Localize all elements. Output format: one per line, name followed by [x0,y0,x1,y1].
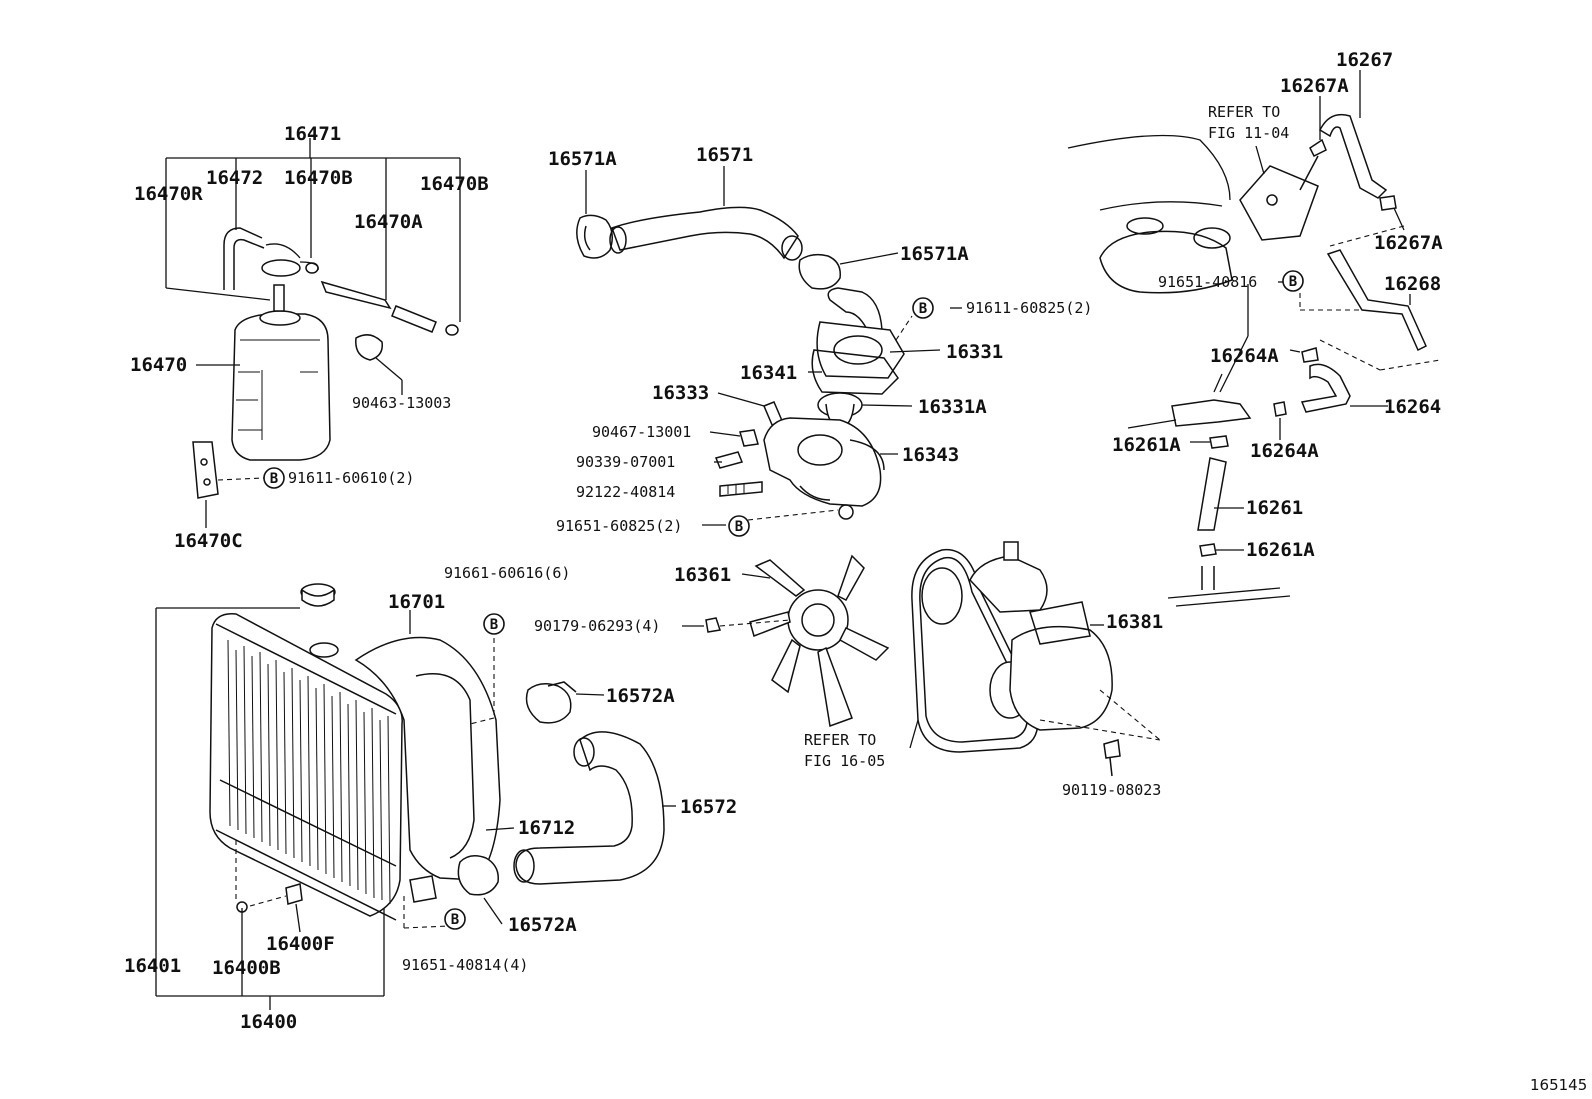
callout-16343: 16343 [902,444,959,466]
callout-16381: 16381 [1106,611,1163,633]
callout-16470A: 16470A [354,211,423,233]
badge-91651-40816: B [1282,270,1304,292]
badge-91651-60825: B [728,515,750,537]
callout-16470C: 16470C [174,530,243,552]
callout-16341: 16341 [740,362,797,384]
callout-91661-60616: 91661-60616(6) [444,564,570,582]
callout-refer-11-04-line1: REFER TO [1208,103,1280,121]
callout-91611-60610: 91611-60610(2) [288,469,414,487]
callout-91611-60825: 91611-60825(2) [966,299,1092,317]
callout-16572: 16572 [680,796,737,818]
callout-refer-16-05-line1: REFER TO [804,731,876,749]
callout-90463-13003: 90463-13003 [352,394,451,412]
figure-id: 165145 [1530,1076,1587,1094]
callout-16361: 16361 [674,564,731,586]
callout-16268: 16268 [1384,273,1441,295]
callout-16261: 16261 [1246,497,1303,519]
badge-91661-60616: B [483,613,505,635]
badge-letter: B [270,471,278,487]
lower-hose-group [457,681,676,925]
badge-91611-60825: B [912,297,934,319]
callout-90119-08023: 90119-08023 [1062,781,1161,799]
callout-16571A-a: 16571A [548,148,617,170]
radiator-group [155,583,515,1010]
callout-16267A-a: 16267A [1280,75,1349,97]
badge-letter: B [451,912,459,928]
callout-16333: 16333 [652,382,709,404]
callout-16470: 16470 [130,354,187,376]
callout-16572A-b: 16572A [508,914,577,936]
callout-16267: 16267 [1336,49,1393,71]
callout-16572A-a: 16572A [606,685,675,707]
callout-16264A-b: 16264A [1250,440,1319,462]
callout-16470B-a: 16470B [284,167,353,189]
callout-16571: 16571 [696,144,753,166]
callout-90339-07001: 90339-07001 [576,453,675,471]
callout-refer-16-05-line2: FIG 16-05 [804,752,885,770]
callout-16261A-a: 16261A [1112,434,1181,456]
callout-16401: 16401 [124,955,181,977]
callout-16701: 16701 [388,591,445,613]
callout-refer-11-04-line2: FIG 11-04 [1208,124,1289,142]
badge-letter: B [490,617,498,633]
badge-91651-40814: B [444,908,466,930]
callout-16471: 16471 [284,123,341,145]
badge-letter: B [919,301,927,317]
callout-90179-06293: 90179-06293(4) [534,617,660,635]
callout-16267A-b: 16267A [1374,232,1443,254]
callout-90467-13001: 90467-13001 [592,423,691,441]
badge-letter: B [735,519,743,535]
badge-91611-60610: B [263,467,285,489]
fan-group [682,554,890,728]
badge-letter: B [1289,274,1297,290]
callout-92122-40814: 92122-40814 [576,483,675,501]
callout-16400F: 16400F [266,933,335,955]
callout-16264A-a: 16264A [1210,345,1279,367]
callout-16264: 16264 [1384,396,1441,418]
callout-16472: 16472 [206,167,263,189]
callout-91651-60825: 91651-60825(2) [556,517,682,535]
callout-16331A: 16331A [918,396,987,418]
callout-91651-40816: 91651-40816 [1158,273,1257,291]
callout-16331: 16331 [946,341,1003,363]
callout-16400: 16400 [240,1011,297,1033]
callout-labels: 16471 16470R 16472 16470B 16470A 16470B … [124,49,1587,1094]
callout-91651-40814: 91651-40814(4) [402,956,528,974]
callout-16571A-b: 16571A [900,243,969,265]
callout-16261A-b: 16261A [1246,539,1315,561]
callout-16712: 16712 [518,817,575,839]
pump-belt-group [909,541,1161,777]
callout-16470R: 16470R [134,183,203,205]
reservoir-group [165,138,461,528]
callout-16400B: 16400B [212,957,281,979]
heater-hose-group [1067,70,1441,607]
callout-16470B-b: 16470B [420,173,489,195]
upper-hose-group [576,166,941,526]
